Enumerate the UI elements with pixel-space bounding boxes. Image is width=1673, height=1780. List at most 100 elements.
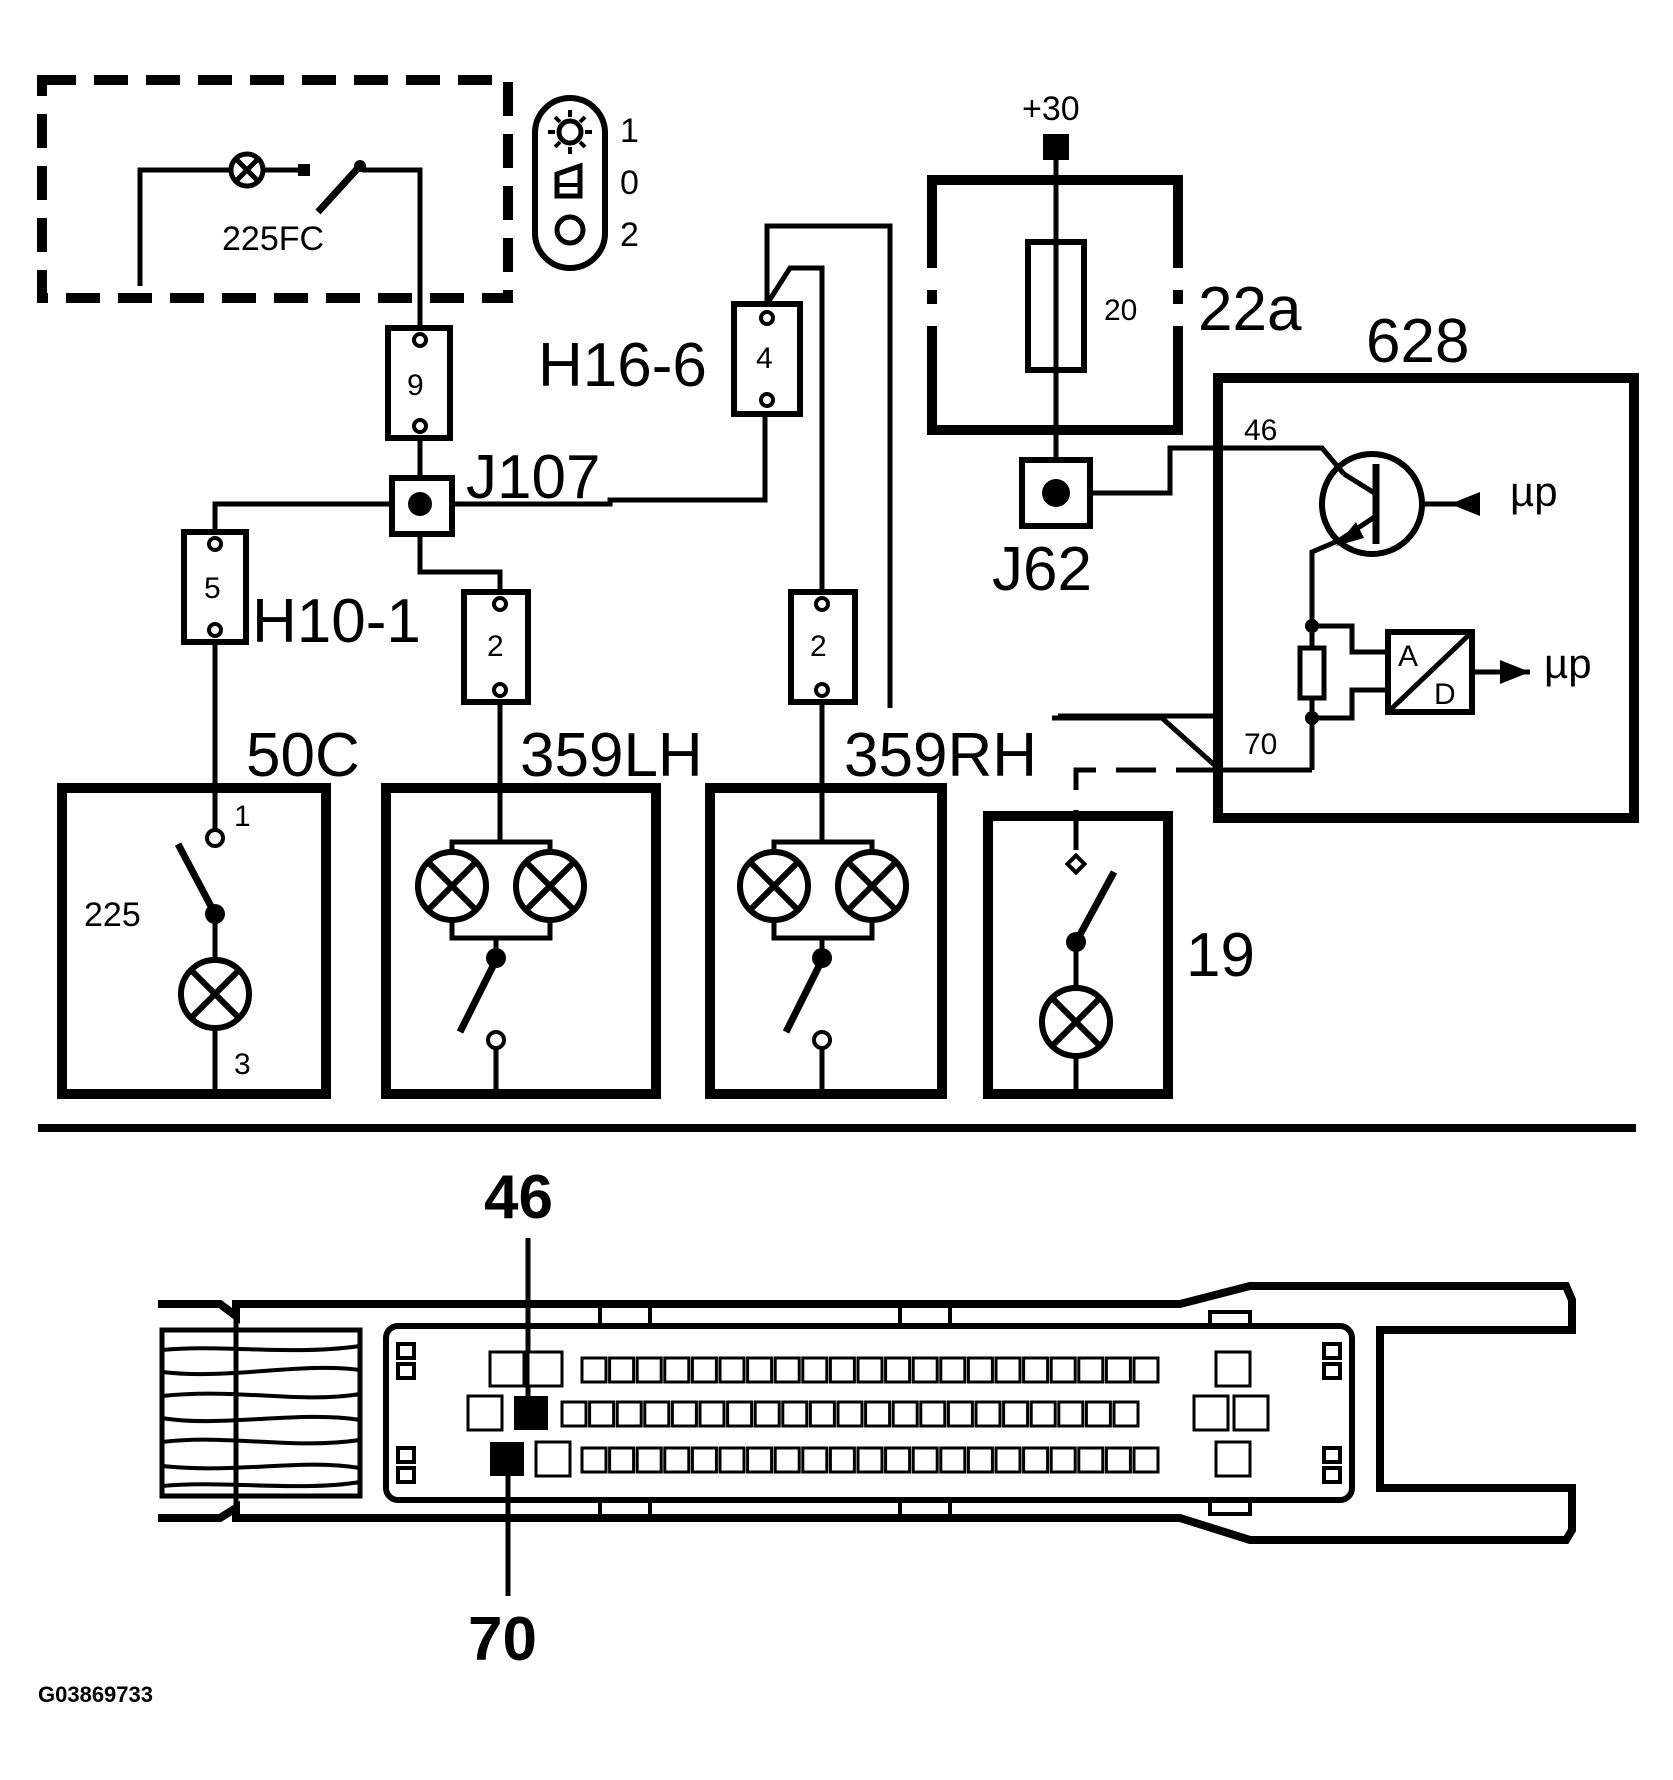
ecu-pin [939, 1446, 967, 1474]
connector-359lh: 2 [461, 589, 531, 705]
ecu-pin [939, 1356, 967, 1384]
ecu-pin [884, 1356, 912, 1384]
splice-j107: J107 [389, 443, 600, 537]
connector-h10-1: 5 H10-1 [181, 529, 421, 656]
ecu-pin [1084, 1400, 1112, 1428]
adc-label-d: D [1434, 678, 1456, 711]
off-icon [554, 214, 586, 246]
ecu-pin [1077, 1356, 1105, 1384]
module-output-bottom: µp [1544, 640, 1592, 687]
splice-j62: J62 [992, 457, 1093, 604]
ecu-pin [919, 1400, 947, 1428]
ecu-pin [994, 1446, 1022, 1474]
ecu-pin-46 [514, 1396, 548, 1430]
lamp-icon [516, 852, 584, 920]
ecu-pin [1214, 1440, 1252, 1478]
ecu-pin [698, 1400, 726, 1428]
ecu-pin [836, 1400, 864, 1428]
fuse-box-label: 22a [1198, 275, 1302, 344]
lamp-icon [1042, 988, 1110, 1056]
ecu-pin [1049, 1446, 1077, 1474]
ecu-pin [718, 1446, 746, 1474]
unit-359rh: 359RH [705, 721, 1037, 1099]
ecu-pin [946, 1400, 974, 1428]
ecu-pin [670, 1400, 698, 1428]
ecu-pin [891, 1400, 919, 1428]
ecu-pin [801, 1356, 829, 1384]
fuse-box-22a: 20 22a [925, 175, 1302, 435]
splice-j62-label: J62 [992, 535, 1092, 604]
adc-label-a: A [1398, 640, 1418, 673]
ecu-pin [773, 1446, 801, 1474]
door-icon [554, 162, 583, 199]
wire-bundle-icon [159, 1327, 363, 1499]
supply-label: +30 [1022, 90, 1080, 128]
ecu-pin [753, 1400, 781, 1428]
ecu-pin [1214, 1350, 1252, 1388]
ecu-pin [560, 1400, 588, 1428]
ecu-pin [746, 1446, 774, 1474]
indicator-lamp-icon [231, 154, 263, 186]
ecu-pin [808, 1400, 836, 1428]
ecu-pin [1002, 1400, 1030, 1428]
unit-19-label: 19 [1186, 921, 1255, 990]
connector-359rh-pin: 2 [810, 630, 827, 663]
ecu-pin [828, 1446, 856, 1474]
module-628: 628 46 70 µp A D µp [1213, 307, 1639, 823]
ecu-pin [911, 1446, 939, 1474]
switch-label: 225FC [222, 220, 324, 258]
ecu-pin-46-label: 46 [484, 1163, 553, 1232]
ecu-pin [966, 1446, 994, 1474]
ecu-pin-70-label: 70 [468, 1605, 537, 1674]
switch-position-0: 0 [620, 164, 639, 202]
unit-50c: 50C 1 225 3 [57, 721, 360, 1099]
ecu-pin [608, 1356, 636, 1384]
ecu-pin [1132, 1356, 1160, 1384]
ecu-pin [1057, 1400, 1085, 1428]
ecu-pin [718, 1356, 746, 1384]
lamp-icon [418, 852, 486, 920]
ecu-pin [1022, 1356, 1050, 1384]
unit-50c-pin-3: 3 [234, 1048, 251, 1081]
unit-50c-lamp-label: 225 [84, 896, 141, 934]
ecu-pin [534, 1440, 572, 1478]
unit-359lh-label: 359LH [520, 721, 703, 790]
ecu-pin [1077, 1446, 1105, 1474]
connector-h16-6-pin: 4 [756, 342, 773, 375]
ad-converter-icon [1385, 629, 1475, 715]
ecu-pin [1029, 1400, 1057, 1428]
ecu-pin-grid [466, 1350, 1270, 1478]
ecu-pin-70 [490, 1442, 524, 1476]
ecu-pin [911, 1356, 939, 1384]
ecu-pin [781, 1400, 809, 1428]
lamp-icon [838, 852, 906, 920]
ecu-pin [773, 1356, 801, 1384]
ecu-pin [580, 1356, 608, 1384]
ecu-pin [663, 1446, 691, 1474]
switch-position-1: 1 [620, 112, 639, 150]
ecu-pin [663, 1356, 691, 1384]
ecu-pin [466, 1394, 504, 1432]
ecu-pin [1104, 1446, 1132, 1474]
connector-359lh-pin: 2 [487, 630, 504, 663]
light-icon [548, 110, 592, 154]
lamp-icon [740, 852, 808, 920]
fuse-rating: 20 [1104, 294, 1137, 327]
ecu-pin [690, 1356, 718, 1384]
connector-h16-6: 4 H16-6 [538, 301, 803, 417]
switch-unit-225fc: 225FC [37, 75, 513, 328]
ecu-pin [635, 1446, 663, 1474]
ecu-pin [1022, 1446, 1050, 1474]
unit-19: 19 [983, 811, 1255, 1099]
ecu-pin [588, 1400, 616, 1428]
ecu-pin [1132, 1446, 1160, 1474]
ecu-pin [635, 1356, 663, 1384]
unit-50c-pin-1: 1 [234, 800, 251, 833]
ecu-pin [828, 1356, 856, 1384]
figure-id: G03869733 [38, 1682, 153, 1707]
ecu-pin [966, 1356, 994, 1384]
ecu-pin [974, 1400, 1002, 1428]
unit-359rh-label: 359RH [844, 721, 1037, 790]
connector-h10-1-pin: 5 [204, 572, 221, 605]
resistor-icon [1297, 645, 1327, 701]
